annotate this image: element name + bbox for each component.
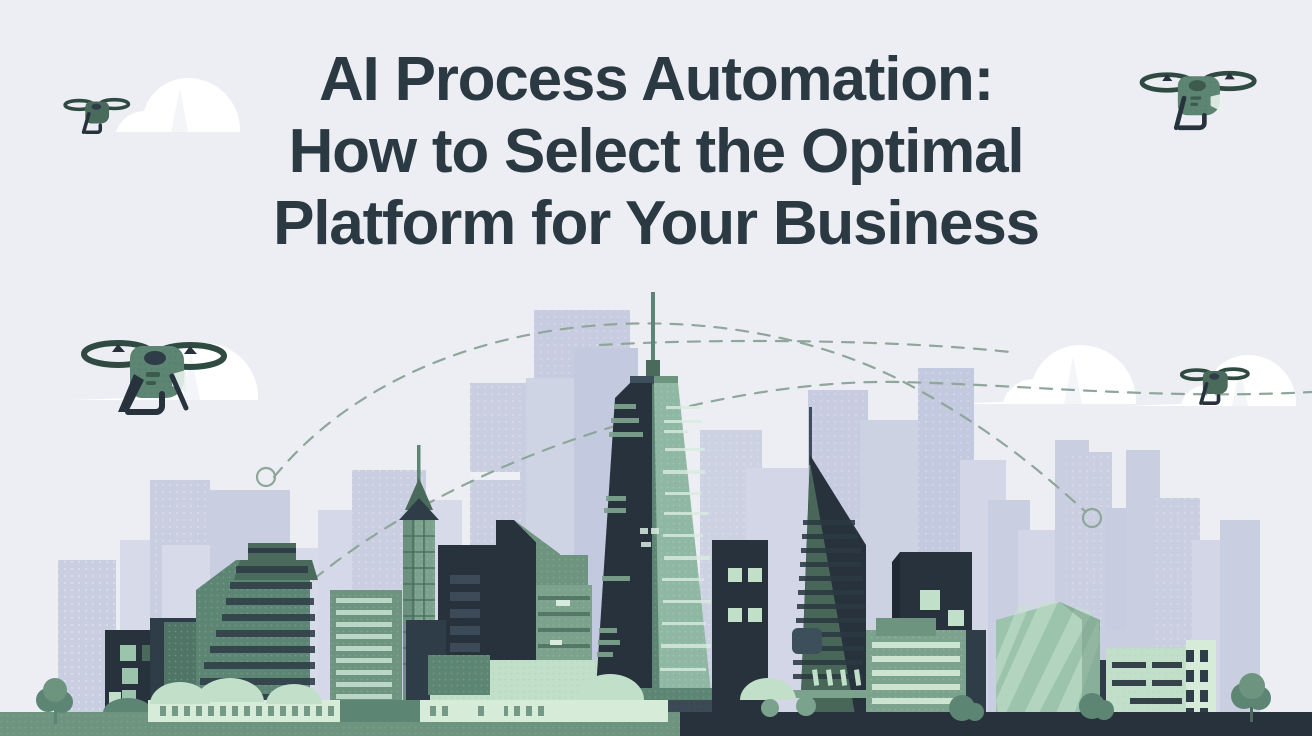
flight-node-left: [255, 466, 277, 488]
flight-node-right: [1081, 507, 1103, 529]
trees: [36, 673, 1271, 724]
mint-office-lowrise: [1100, 630, 1216, 720]
tree: [761, 696, 816, 717]
mint-midrise-block: [866, 618, 966, 720]
drone-top-left-small: [63, 97, 131, 134]
diagonal-stripe-tower: [790, 407, 868, 720]
drone-right-small: [1179, 367, 1250, 406]
drone-top-right: [1139, 70, 1257, 131]
cloud-mid-right: [940, 345, 1136, 404]
tree: [949, 695, 984, 721]
drone-mid-left-large: [81, 340, 227, 415]
tree: [1079, 693, 1114, 720]
cloud-top-left: [60, 78, 240, 132]
tree: [1231, 673, 1271, 722]
tree: [36, 678, 73, 724]
foreground-lowrise-strip: [148, 700, 668, 722]
foreground-bushes: [150, 674, 796, 704]
banded-green-slab: [330, 590, 402, 720]
